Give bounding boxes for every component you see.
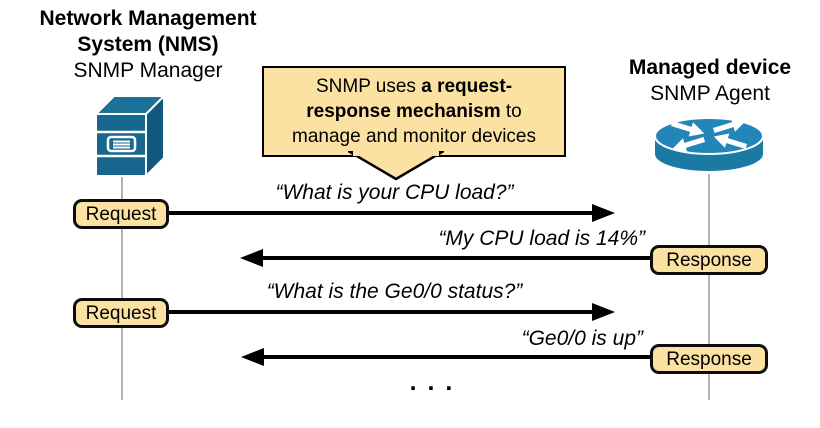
nms-title-line1: Network Management: [39, 7, 257, 30]
arrowhead-right-2: [592, 303, 615, 321]
nms-subtitle: SNMP Manager: [73, 59, 223, 82]
snmp-note-callout: SNMP uses a request-response mechanism t…: [262, 66, 566, 181]
message-text-4: “Ge0/0 is up”: [521, 327, 643, 350]
callout-pointer: [348, 151, 444, 181]
arrow-shaft-right-2: [168, 310, 594, 314]
device-subtitle: SNMP Agent: [650, 82, 770, 105]
arrow-shaft-right-1: [168, 211, 594, 215]
server-tower-icon: [92, 88, 170, 183]
managed-device-header: Managed device SNMP Agent: [595, 55, 820, 107]
response-tag-1: Response: [650, 245, 768, 275]
callout-text-after: to manage and monitor devices: [292, 101, 536, 147]
arrow-shaft-left-2: [261, 355, 652, 359]
callout-text: SNMP uses a request-response mechanism t…: [292, 76, 536, 147]
callout-text-before: SNMP uses: [315, 76, 422, 97]
nms-header: Network Management System (NMS) SNMP Man…: [8, 6, 288, 84]
router-icon: [652, 112, 766, 181]
arrowhead-left-2: [241, 348, 264, 366]
response-tag-2: Response: [650, 344, 768, 374]
request-tag-2: Request: [73, 298, 169, 328]
message-text-1: “What is your CPU load?”: [275, 181, 514, 204]
arrowhead-right-1: [592, 204, 615, 222]
device-title: Managed device: [628, 56, 792, 79]
continuation-ellipsis: . . .: [409, 368, 455, 396]
message-text-3: “What is the Ge0/0 status?”: [266, 280, 523, 303]
callout-text-bold: a request-response mechanism: [306, 76, 513, 122]
arrowhead-left-1: [240, 249, 263, 267]
manager-lifeline: [121, 177, 123, 400]
message-text-2: “My CPU load is 14%”: [438, 227, 645, 250]
nms-title-line2: System (NMS): [77, 33, 219, 56]
arrow-shaft-left-1: [260, 256, 652, 260]
request-tag-1: Request: [73, 199, 169, 229]
agent-lifeline: [708, 174, 710, 400]
